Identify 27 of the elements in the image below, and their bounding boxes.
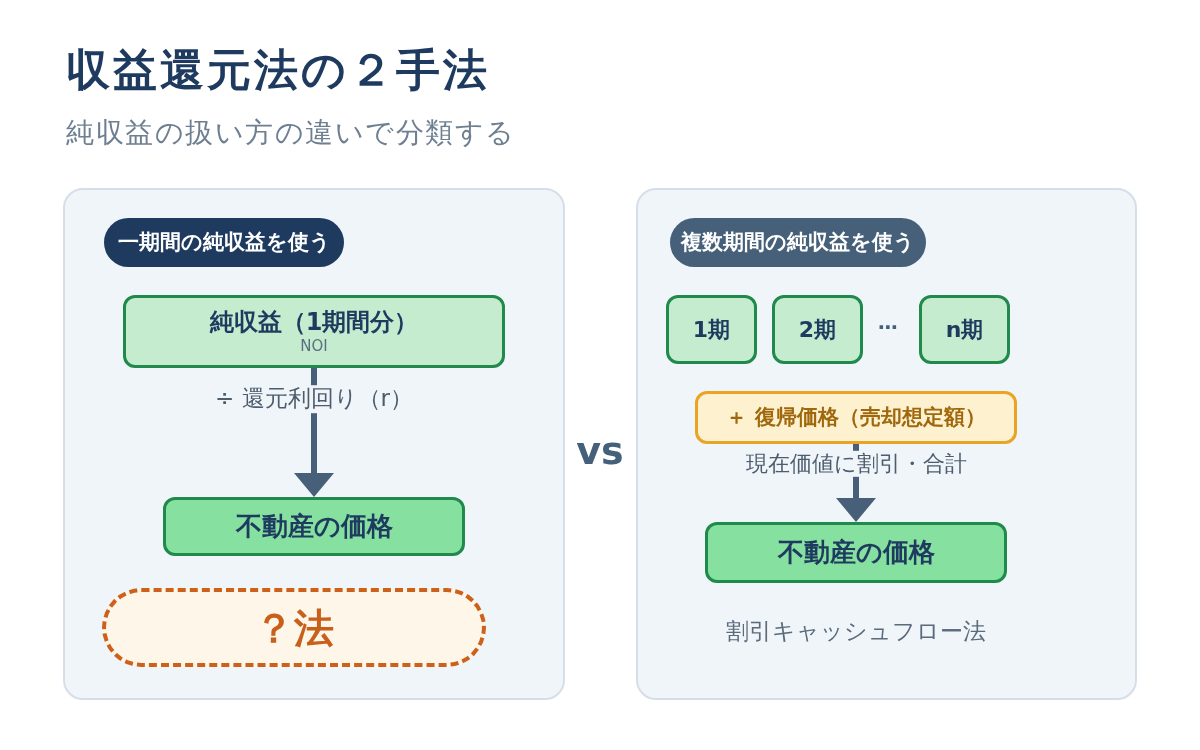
period-text: 1期 — [692, 315, 731, 344]
method-question: ？法 — [254, 603, 334, 653]
method-panel — [63, 188, 565, 700]
addition-text: ＋ 復帰価格（売却想定額） — [726, 404, 986, 431]
period-box — [666, 295, 757, 364]
title: 収益還元法の２手法 — [66, 44, 490, 97]
result-box — [705, 522, 1007, 583]
subtitle: 純収益の扱い方の違いで分類する — [66, 116, 516, 150]
result-box — [163, 497, 465, 556]
method-name: 割引キャッシュフロー法 — [725, 618, 987, 646]
process-box — [123, 295, 505, 368]
method-panel — [636, 188, 1137, 700]
box-title: 不動産の価格 — [777, 536, 935, 569]
box-subtitle: NOI — [300, 337, 328, 356]
period-text: n期 — [945, 315, 984, 344]
box-title: 不動産の価格 — [235, 510, 393, 543]
period-box — [772, 295, 863, 364]
pill-text: 一期間の純収益を使う — [117, 229, 331, 256]
period-text: 2期 — [798, 315, 837, 344]
pill-text: 複数期間の純収益を使う — [681, 229, 915, 256]
heading-pill — [670, 218, 926, 267]
addition-box — [695, 391, 1017, 444]
heading-pill — [104, 218, 344, 267]
versus-text: vs — [576, 429, 624, 475]
box-title: 純収益（1期間分） — [209, 307, 419, 338]
period-box — [919, 295, 1010, 364]
ellipsis: ⋯ — [878, 315, 898, 339]
